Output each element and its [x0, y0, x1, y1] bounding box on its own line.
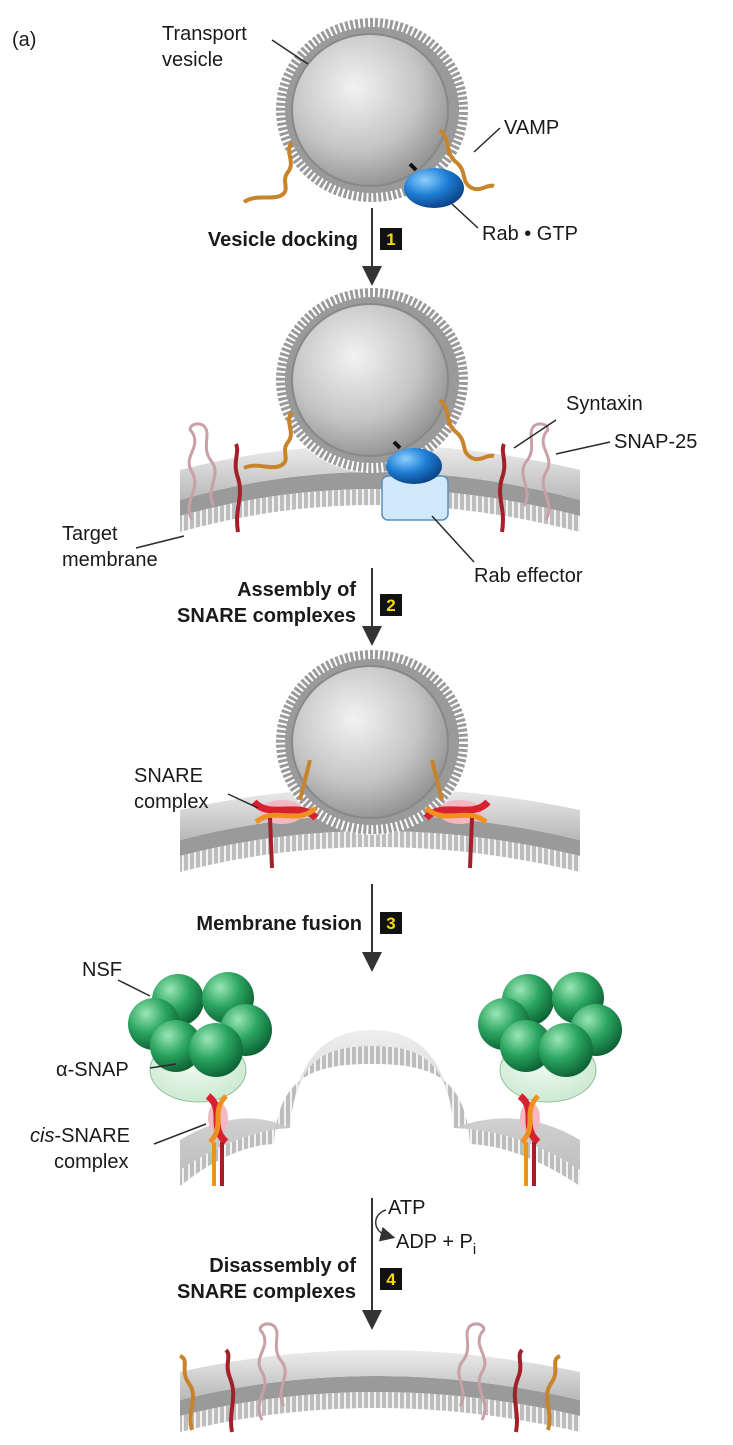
rab-effector-label: Rab effector — [474, 565, 583, 587]
target-membrane-label-line2: membrane — [62, 549, 158, 571]
step-2-label-line2: SNARE complexes — [177, 605, 356, 627]
cis-italic: cis — [30, 1125, 54, 1147]
step-3-badge — [380, 912, 402, 934]
nsf-left — [128, 972, 272, 1103]
syntaxin-right-stage5 — [512, 1348, 524, 1433]
alpha-snap-label: α-SNAP — [56, 1059, 129, 1081]
vamp-right-stage5 — [545, 1354, 562, 1431]
cis-snare-rest: -SNARE — [54, 1125, 130, 1147]
cis-snare-label-line1: cis-SNARE — [30, 1125, 130, 1147]
atp-label: ATP — [388, 1197, 425, 1219]
snap25-right-stage5 — [457, 1322, 487, 1421]
vamp-right-stage1 — [438, 128, 495, 192]
cis-snare-left — [205, 1093, 229, 1186]
snare-complex-label-line1: SNARE — [134, 765, 203, 787]
rab-gtp-protein — [404, 168, 464, 208]
transport-vesicle-label-line1: Transport — [162, 23, 247, 45]
adp-main: ADP + P — [396, 1231, 473, 1253]
step-1-number: 1 — [386, 230, 395, 249]
syntaxin-left — [233, 443, 242, 533]
step-3-number: 3 — [386, 914, 395, 933]
panel-label: (a) — [12, 29, 36, 51]
syntaxin-label: Syntaxin — [566, 393, 643, 415]
vamp-left-stage2 — [243, 410, 294, 470]
step-3-label: Membrane fusion — [196, 913, 362, 935]
stage-2-vesicle — [275, 287, 469, 473]
step-4-badge — [380, 1268, 402, 1290]
target-membrane-label-line1: Target — [62, 523, 118, 545]
snare-complex-left — [251, 759, 319, 869]
cis-snare-right — [517, 1093, 541, 1186]
step-2-badge — [380, 594, 402, 616]
step-2-label-line1: Assembly of — [237, 579, 356, 601]
snap25-left-stage5 — [257, 1322, 287, 1421]
cis-snare-label-line2: complex — [54, 1151, 128, 1173]
snap25-left — [187, 422, 217, 521]
nsf-right — [478, 972, 622, 1103]
adp-sub: i — [473, 1241, 476, 1258]
stage-1-vesicle — [275, 17, 469, 203]
vamp-left-stage1 — [242, 140, 294, 204]
rab-gtp-docked — [386, 448, 442, 484]
syntaxin-left-stage5 — [224, 1348, 236, 1433]
syntaxin-right — [498, 443, 507, 533]
adp-label: ADP + Pi — [396, 1231, 476, 1258]
snare-complex-right — [423, 759, 491, 869]
rab-anchor — [408, 162, 418, 172]
nsf-label: NSF — [82, 959, 122, 981]
step-1-badge — [380, 228, 402, 250]
stage-3-vesicle — [275, 649, 469, 835]
step-4-label-line1: Disassembly of — [209, 1255, 356, 1277]
vamp-right-stage2 — [438, 398, 495, 462]
transport-vesicle-label-line2: vesicle — [162, 49, 223, 71]
step-2-number: 2 — [386, 596, 395, 615]
snap25-label: SNAP-25 — [614, 431, 697, 453]
step-1-label: Vesicle docking — [208, 229, 358, 251]
vamp-label: VAMP — [504, 117, 559, 139]
snare-complex-label-line2: complex — [134, 791, 208, 813]
step-4-number: 4 — [386, 1270, 396, 1289]
rab-gtp-label: Rab • GTP — [482, 223, 578, 245]
vamp-left-stage5 — [178, 1354, 195, 1431]
step-4-label-line2: SNARE complexes — [177, 1281, 356, 1303]
